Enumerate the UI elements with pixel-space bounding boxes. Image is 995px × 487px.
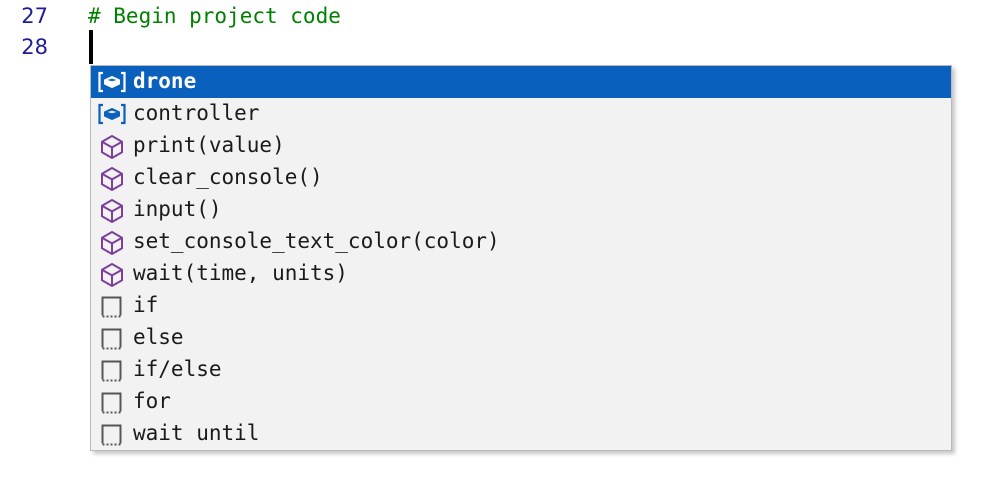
keyword-icon [97,421,127,447]
method-icon [97,261,127,287]
line-number-28: 28 [21,35,48,59]
autocomplete-item[interactable]: if [91,290,951,322]
keyword-icon [97,357,127,383]
autocomplete-item[interactable]: else [91,322,951,354]
keyword-icon [97,293,127,319]
autocomplete-item-label: input() [133,196,222,221]
autocomplete-item-label: for [133,388,171,413]
autocomplete-item[interactable]: print(value) [91,130,951,162]
autocomplete-item-label: else [133,324,184,349]
autocomplete-item-label: set_console_text_color(color) [133,228,500,253]
method-icon [97,133,127,159]
autocomplete-item-label: controller [133,100,260,125]
module-icon [97,69,127,95]
autocomplete-item[interactable]: wait until [91,418,951,450]
keyword-icon [97,389,127,415]
autocomplete-item-label: clear_console() [133,164,323,189]
autocomplete-item[interactable]: if/else [91,354,951,386]
module-icon [97,101,127,127]
autocomplete-item-label: wait until [133,420,260,445]
autocomplete-item[interactable]: input() [91,194,951,226]
keyword-icon [97,325,127,351]
method-icon [97,229,127,255]
autocomplete-item[interactable]: for [91,386,951,418]
method-icon [97,197,127,223]
autocomplete-item-label: if/else [133,356,222,381]
text-caret [89,30,93,64]
autocomplete-item-label: print(value) [133,132,285,157]
autocomplete-item-label: if [133,292,159,317]
autocomplete-popup[interactable]: drone controller print(value) clear_console… [90,65,952,451]
autocomplete-item[interactable]: set_console_text_color(color) [91,226,951,258]
code-line-28: 28 [0,31,995,63]
autocomplete-item[interactable]: wait(time, units) [91,258,951,290]
autocomplete-item[interactable]: clear_console() [91,162,951,194]
autocomplete-item-label: wait(time, units) [133,260,348,285]
autocomplete-item[interactable]: drone [91,66,951,98]
autocomplete-item[interactable]: controller [91,98,951,130]
line-number-27: 27 [21,4,48,28]
autocomplete-item-label: drone [133,68,197,93]
code-line-27: 27 # Begin project code [0,0,995,32]
code-line-27-text: # Begin project code [88,4,341,28]
method-icon [97,165,127,191]
